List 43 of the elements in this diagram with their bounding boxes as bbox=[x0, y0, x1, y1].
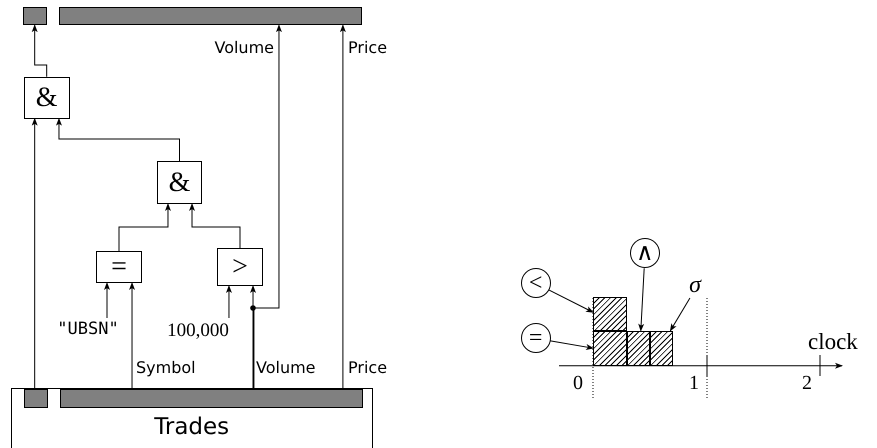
input-bar bbox=[24, 389, 48, 408]
arrow bbox=[118, 203, 171, 252]
output-bar bbox=[22, 6, 47, 26]
output-bar bbox=[58, 6, 362, 26]
tick-label: 2 bbox=[802, 373, 812, 393]
arrow bbox=[340, 24, 346, 390]
hatched-bar bbox=[650, 330, 673, 366]
arrow bbox=[32, 118, 38, 390]
constant-value: "UBSN" bbox=[52, 318, 124, 340]
column-label: Price bbox=[348, 360, 388, 376]
arrow bbox=[56, 118, 180, 162]
arrow bbox=[189, 203, 240, 248]
constant-value: 100,000 bbox=[158, 318, 238, 342]
arrow bbox=[104, 282, 110, 318]
greater-than-operator-box: > bbox=[217, 248, 263, 286]
arrow bbox=[250, 285, 256, 390]
leader-arrow bbox=[550, 340, 594, 350]
column-label: Price bbox=[348, 40, 388, 56]
sigma-symbol: σ bbox=[684, 272, 706, 298]
table-box: Trades bbox=[10, 388, 373, 448]
operator-circle: < bbox=[520, 268, 551, 298]
hatched-bar bbox=[627, 330, 650, 366]
tick-label: 0 bbox=[573, 373, 583, 393]
arrow bbox=[253, 24, 282, 390]
axis-title: clock bbox=[808, 330, 858, 353]
operator-circle: = bbox=[520, 323, 551, 354]
hatched-bar bbox=[593, 330, 628, 366]
input-bar bbox=[60, 389, 363, 408]
arrow bbox=[32, 24, 48, 78]
operator-circle: ∧ bbox=[630, 238, 660, 268]
column-label: Volume bbox=[256, 360, 316, 376]
arrow bbox=[129, 282, 136, 390]
leader-arrow bbox=[670, 298, 690, 332]
leader-arrow bbox=[638, 268, 645, 332]
hatched-bar bbox=[593, 297, 628, 332]
and-operator-box: & bbox=[24, 76, 70, 119]
equals-operator-box: = bbox=[96, 251, 142, 283]
and-operator-box: & bbox=[157, 161, 202, 204]
column-label: Volume bbox=[214, 40, 274, 56]
column-label: Symbol bbox=[136, 360, 196, 376]
arrow bbox=[226, 285, 232, 318]
tick-label: 1 bbox=[689, 373, 699, 393]
leader-arrow bbox=[548, 290, 594, 313]
